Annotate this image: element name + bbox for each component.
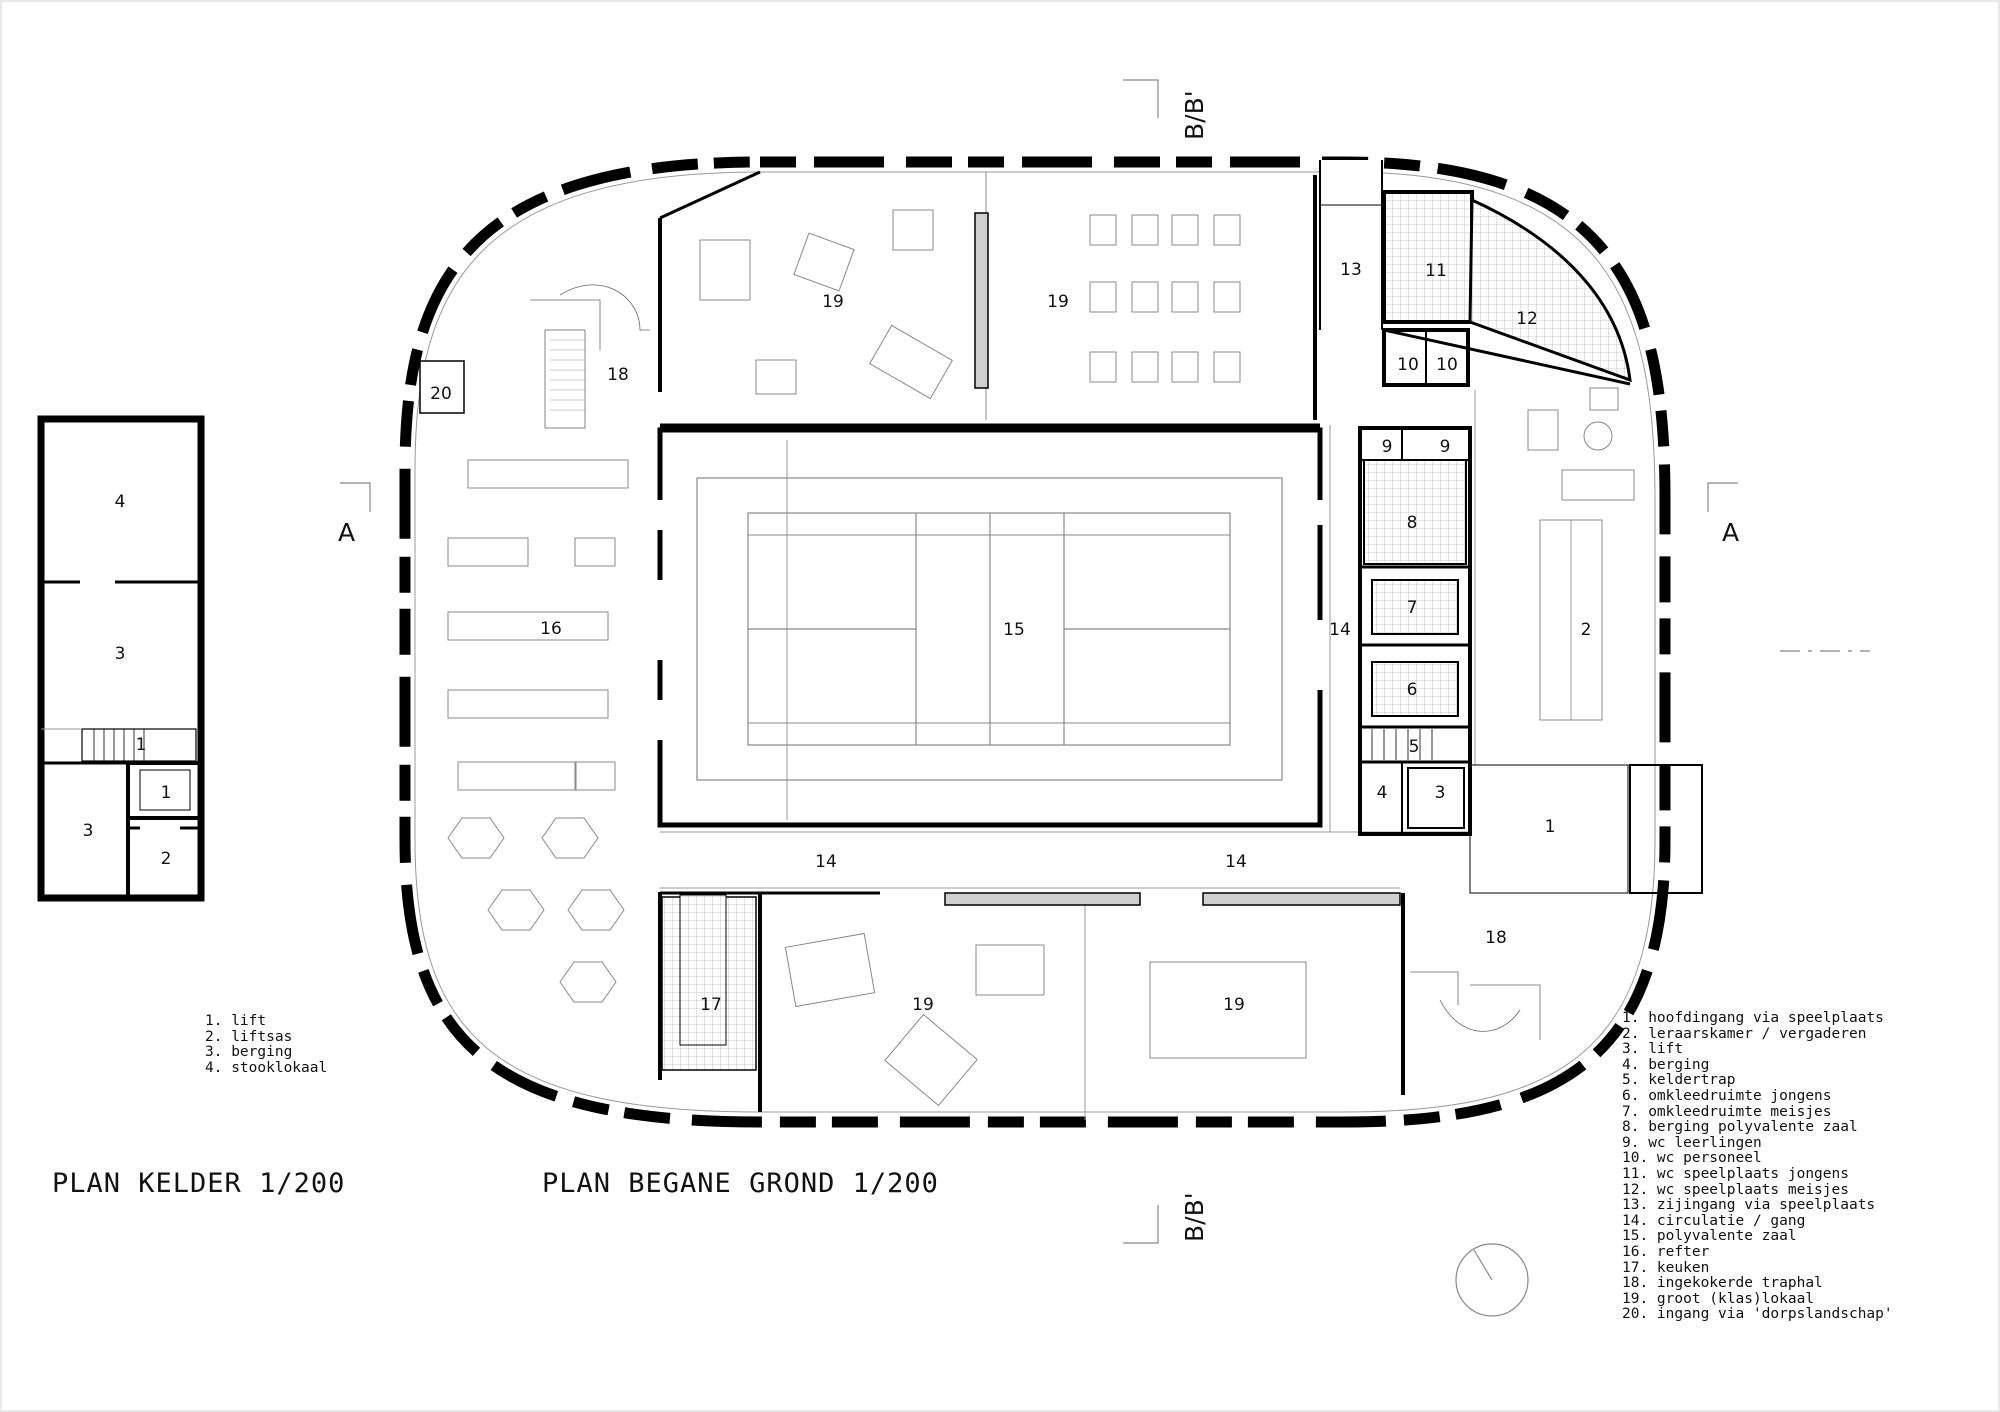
room-16: 16 [540, 619, 562, 639]
room-3: 3 [1435, 783, 1446, 803]
section-mark-a-right: A [1722, 518, 1740, 547]
room-4: 4 [1377, 783, 1388, 803]
room-14-south-right: 14 [1225, 852, 1247, 872]
room-19-s: 19 [1223, 995, 1245, 1015]
room-6: 6 [1407, 680, 1418, 700]
room-7: 7 [1407, 598, 1418, 618]
basement-room-4: 4 [115, 492, 126, 512]
room-19-sw: 19 [912, 995, 934, 1015]
basement-legend: 1. lift 2. liftsas 3. berging 4. stooklo… [205, 1013, 328, 1076]
room-19-nw: 19 [822, 292, 844, 312]
room-13: 13 [1340, 260, 1362, 280]
room-20: 20 [430, 384, 452, 404]
legend-item: 20. ingang via 'dorpslandschap' [1622, 1306, 1893, 1323]
room-14-east: 14 [1329, 620, 1351, 640]
legend-item: 4. berging [1622, 1056, 1710, 1073]
basement-room-3-lower: 3 [83, 821, 94, 841]
basement-plan-title: PLAN KELDER 1/200 [52, 1168, 346, 1199]
room-12: 12 [1516, 309, 1538, 329]
legend-item: 3. berging [205, 1044, 293, 1061]
legend-item: 10. wc personeel [1622, 1150, 1762, 1167]
basement-room-1-lift: 1 [161, 783, 172, 803]
room-9-a: 9 [1382, 437, 1393, 457]
north-arrow-icon [1455, 1243, 1529, 1317]
room-8: 8 [1407, 513, 1418, 533]
legend-item: 15. polyvalente zaal [1622, 1228, 1797, 1245]
classroom-furniture-south [784, 932, 1307, 1107]
legend-item: 3. lift [1622, 1041, 1684, 1058]
legend-item: 2. liftsas [205, 1028, 293, 1045]
room-10-b: 10 [1436, 355, 1458, 375]
legend-item: 18. ingekokerde traphal [1622, 1275, 1823, 1292]
outer-facade [399, 156, 1671, 1128]
legend-item: 19. groot (klas)lokaal [1622, 1290, 1815, 1307]
legend-item: 7. omkleedruimte meisjes [1622, 1103, 1832, 1120]
legend-item: 2. leraarskamer / vergaderen [1622, 1025, 1867, 1042]
refter-tables [447, 459, 629, 1003]
room-18-south: 18 [1485, 928, 1507, 948]
legend-item: 11. wc speelplaats jongens [1622, 1165, 1849, 1182]
legend-item: 1. hoofdingang via speelplaats [1622, 1010, 1884, 1026]
legend-item: 16. refter [1622, 1243, 1710, 1260]
room-5: 5 [1409, 737, 1420, 757]
ground-floor-plan: 20 18 19 19 13 11 12 10 10 9 9 8 7 6 5 4… [399, 156, 1703, 1128]
room-10-a: 10 [1397, 355, 1419, 375]
classroom-furniture-north [699, 209, 1241, 400]
legend-item: 5. keldertrap [1622, 1072, 1736, 1089]
basement-room-3-upper: 3 [115, 644, 126, 664]
legend-item: 6. omkleedruimte jongens [1622, 1087, 1832, 1104]
basement-room-2: 2 [161, 849, 172, 869]
basement-plan: 4 3 1 1 3 2 [37, 415, 205, 902]
legend-item: 9. wc leerlingen [1622, 1134, 1762, 1151]
room-2: 2 [1581, 620, 1592, 640]
legend-item: 14. circulatie / gang [1622, 1212, 1806, 1229]
legend-item: 13. zijingang via speelplaats [1622, 1197, 1876, 1214]
room-1: 1 [1545, 817, 1556, 837]
legend-item: 12. wc speelplaats meisjes [1622, 1181, 1849, 1198]
ground-floor-legend: 1. hoofdingang via speelplaats 2. leraar… [1622, 1010, 1893, 1323]
legend-item: 4. stooklokaal [205, 1059, 328, 1076]
room-9-b: 9 [1440, 437, 1451, 457]
ground-plan-title: PLAN BEGANE GROND 1/200 [542, 1168, 939, 1199]
room-17: 17 [700, 995, 722, 1015]
room-19-n: 19 [1047, 292, 1069, 312]
room-18-north: 18 [607, 365, 629, 385]
section-lines [340, 79, 1870, 1244]
room-14-south-left: 14 [815, 852, 837, 872]
room-11: 11 [1425, 261, 1447, 281]
legend-item: 17. keuken [1622, 1259, 1710, 1276]
room-15: 15 [1003, 620, 1025, 640]
section-mark-a-left: A [338, 518, 356, 547]
legend-item: 8. berging polyvalente zaal [1622, 1119, 1858, 1136]
basement-room-1-stair: 1 [136, 735, 147, 755]
legend-item: 1. lift [205, 1013, 267, 1029]
